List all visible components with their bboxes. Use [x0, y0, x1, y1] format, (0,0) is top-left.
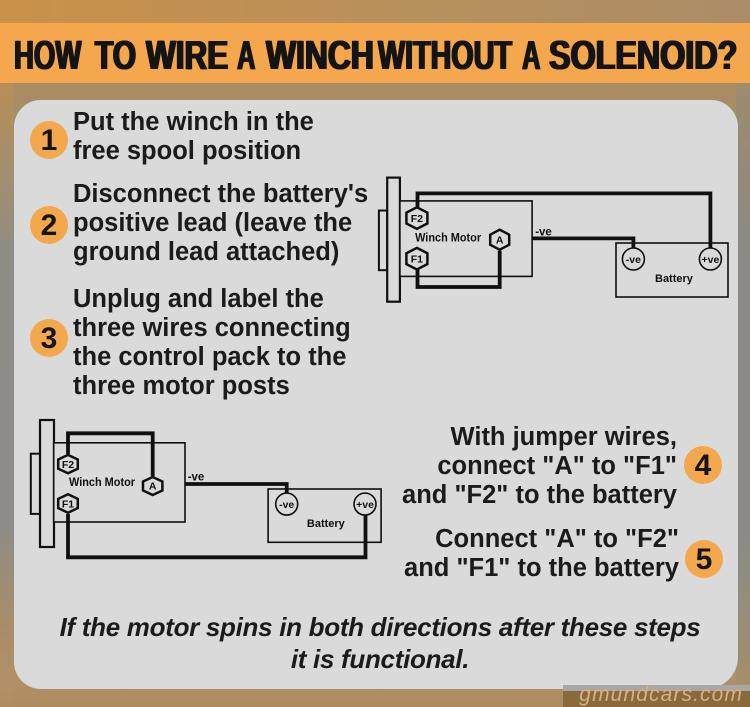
svg-text:F1: F1 — [411, 254, 423, 266]
svg-text:F1: F1 — [62, 498, 74, 510]
svg-text:F2: F2 — [411, 213, 423, 225]
svg-text:Battery: Battery — [307, 518, 346, 530]
svg-text:+ve: +ve — [701, 254, 719, 266]
svg-text:-ve: -ve — [279, 499, 294, 511]
svg-text:Winch Motor: Winch Motor — [415, 231, 481, 245]
svg-text:A: A — [496, 235, 504, 247]
svg-text:+ve: +ve — [356, 499, 374, 511]
svg-text:-ve: -ve — [535, 227, 552, 239]
svg-text:-ve: -ve — [188, 472, 205, 484]
svg-text:Battery: Battery — [655, 273, 694, 285]
svg-text:A: A — [149, 481, 157, 493]
svg-text:-ve: -ve — [626, 254, 641, 266]
svg-text:Winch Motor: Winch Motor — [69, 475, 135, 489]
svg-text:F2: F2 — [62, 459, 74, 471]
